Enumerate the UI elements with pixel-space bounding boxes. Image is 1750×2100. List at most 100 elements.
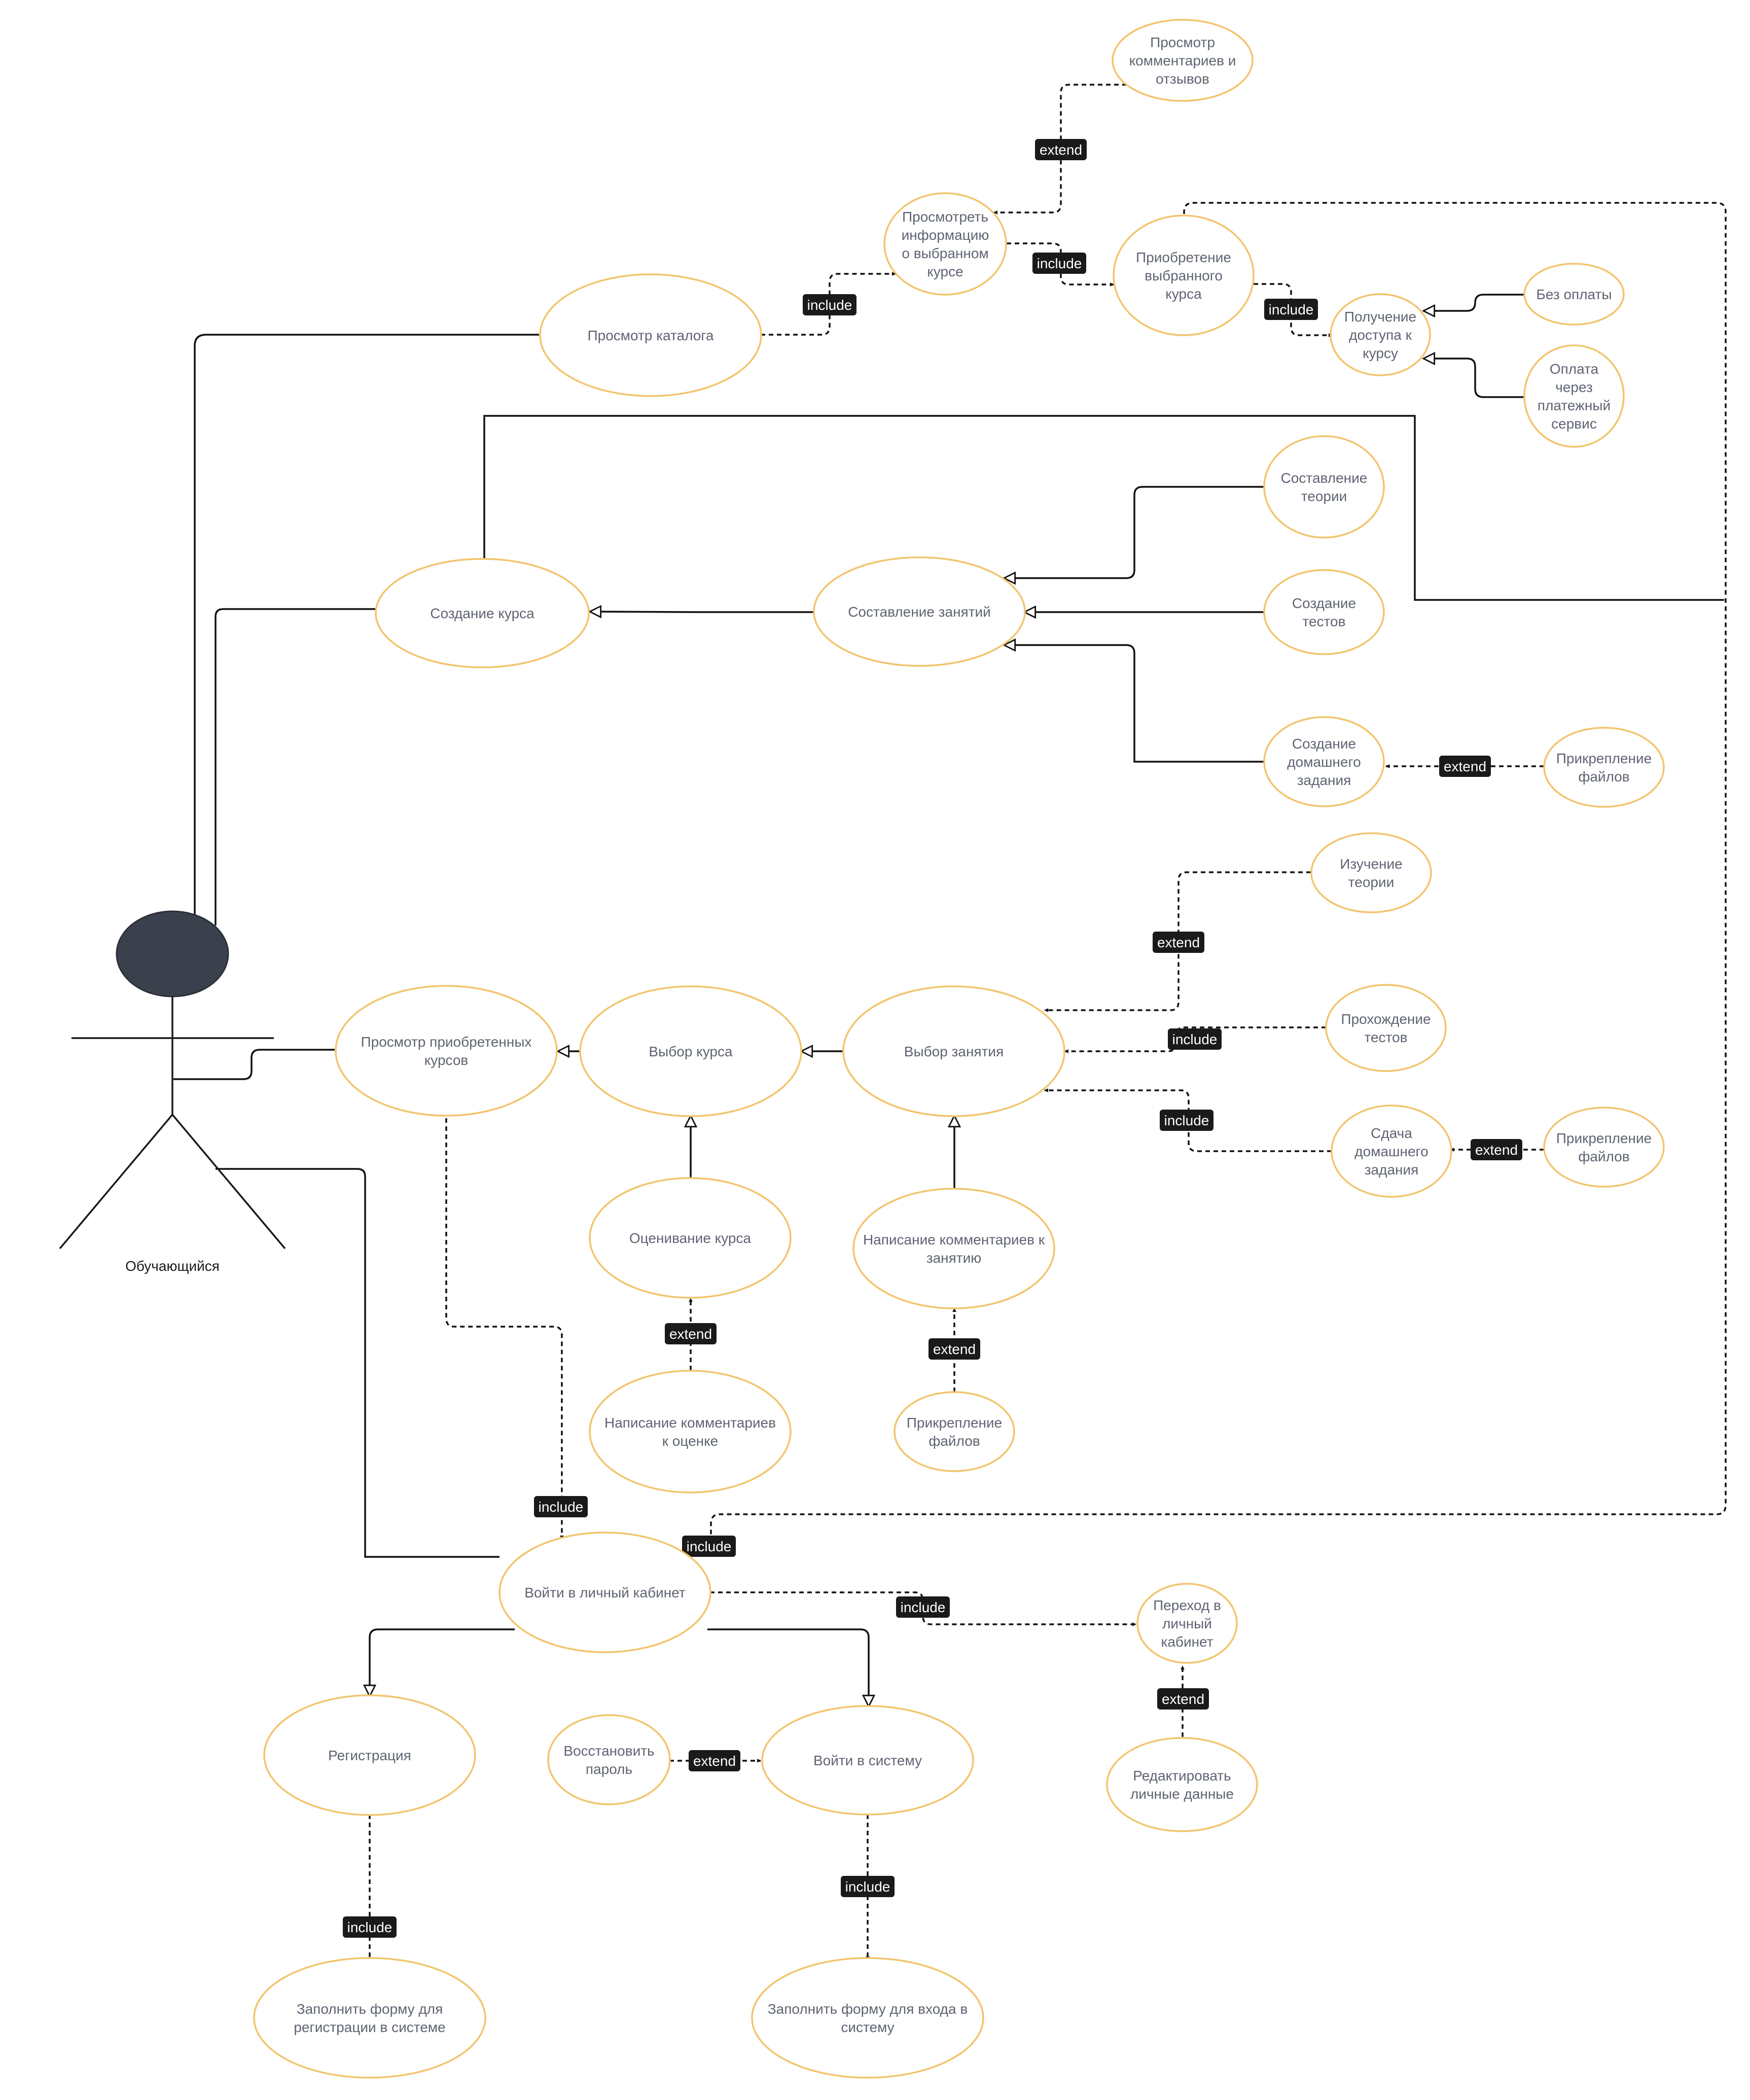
- uc-pay-service[interactable]: Оплата через платежный сервис: [1523, 344, 1625, 448]
- actor-leg-right: [171, 1114, 286, 1250]
- badge-include: include: [1032, 253, 1086, 274]
- use-case-label: Оплата: [1550, 361, 1599, 377]
- use-case-label: Прикрепление: [907, 1415, 1002, 1431]
- uc-choose-lesson[interactable]: Выбор занятия: [842, 985, 1065, 1117]
- uc-no-payment[interactable]: Без оплаты: [1523, 263, 1625, 326]
- uc-study-theory[interactable]: Изучение теории: [1310, 832, 1432, 913]
- include-homework-to-lesson: [1044, 1088, 1332, 1152]
- uc-create-course[interactable]: Создание курса: [375, 558, 590, 668]
- svg-text:include: include: [539, 1499, 584, 1515]
- extend-comments-to-info: [993, 84, 1127, 215]
- uc-create-homework[interactable]: Создание домашнего задания: [1263, 716, 1385, 807]
- use-case-label: Редактировать: [1133, 1768, 1231, 1784]
- svg-text:include: include: [347, 1919, 392, 1935]
- svg-text:include: include: [1269, 302, 1314, 317]
- badge-extend: extend: [665, 1323, 717, 1344]
- uc-login-cabinet[interactable]: Войти в личный кабинет: [498, 1532, 711, 1653]
- uc-compose-lessons[interactable]: Составление занятий: [813, 556, 1026, 667]
- badge-extend: extend: [689, 1750, 740, 1771]
- svg-text:extend: extend: [693, 1753, 736, 1769]
- svg-text:include: include: [807, 297, 852, 313]
- svg-text:include: include: [845, 1879, 890, 1895]
- use-case-label: регистрации в системе: [294, 2019, 445, 2035]
- use-case-label: Составление занятий: [848, 604, 991, 620]
- use-case-shape: [539, 273, 762, 397]
- use-case-label: Написание комментариев: [604, 1415, 776, 1431]
- use-case-shape: [547, 1714, 671, 1805]
- use-case-label: платежный: [1538, 398, 1611, 413]
- use-case-shape: [335, 985, 558, 1117]
- use-case-label: сервис: [1551, 416, 1597, 432]
- uc-registration[interactable]: Регистрация: [263, 1694, 476, 1816]
- use-case-shape: [1113, 215, 1255, 336]
- use-case-label: задания: [1297, 772, 1351, 788]
- use-case-shape: [1310, 832, 1432, 913]
- use-case-shape: [589, 1177, 792, 1299]
- use-case-label: домашнего: [1287, 754, 1361, 770]
- svg-text:extend: extend: [1157, 935, 1200, 950]
- use-case-label: Прикрепление: [1556, 1130, 1652, 1146]
- uc-login-system[interactable]: Войти в систему: [761, 1705, 974, 1816]
- use-case-label: Создание: [1292, 736, 1356, 752]
- uc-attach-files-3[interactable]: Прикрепление файлов: [894, 1391, 1015, 1472]
- use-case-label: кабинет: [1161, 1634, 1213, 1650]
- use-case-label: отзывов: [1156, 71, 1209, 87]
- use-case-label: теории: [1348, 874, 1395, 890]
- badge-extend: extend: [928, 1338, 980, 1360]
- stereotype-badges: extend include include include extend ex…: [343, 139, 1522, 1938]
- include-login-to-cabinet: [710, 1591, 1136, 1626]
- svg-text:extend: extend: [1162, 1691, 1204, 1707]
- uc-choose-course[interactable]: Выбор курса: [579, 985, 802, 1117]
- use-case-shape: [1136, 1583, 1238, 1664]
- uc-create-tests[interactable]: Создание тестов: [1263, 569, 1385, 655]
- use-case-shape: [894, 1391, 1015, 1472]
- badge-include: include: [1168, 1028, 1222, 1050]
- uc-view-catalog[interactable]: Просмотр каталога: [539, 273, 762, 397]
- use-case-label: Создание: [1292, 595, 1356, 611]
- gen-homework-to-lessons: [1004, 645, 1265, 763]
- use-case-shape: [1263, 569, 1385, 655]
- use-case-label: о выбранном: [902, 245, 988, 261]
- badge-extend: extend: [1157, 1688, 1209, 1710]
- badge-include: include: [534, 1496, 588, 1517]
- badge-extend: extend: [1471, 1139, 1522, 1160]
- uc-rate-course[interactable]: Оценивание курса: [589, 1177, 792, 1299]
- frame-dashed-include-login: [709, 202, 1727, 1543]
- use-case-label: занятию: [926, 1250, 982, 1266]
- use-case-label: курса: [1165, 286, 1202, 302]
- use-case-label: тестов: [1302, 614, 1345, 629]
- svg-text:include: include: [1172, 1031, 1218, 1047]
- use-case-label: Просмотреть: [902, 209, 988, 225]
- use-case-label: личный: [1162, 1616, 1212, 1631]
- use-case-label: Без оплаты: [1537, 287, 1612, 302]
- frame-line-create-course: [483, 415, 1724, 601]
- badge-include: include: [1264, 299, 1318, 320]
- connectors: [173, 84, 1727, 1962]
- use-case-label: доступа к: [1349, 327, 1412, 343]
- use-case-label: Сдача: [1371, 1125, 1412, 1141]
- use-case-label: курсов: [424, 1052, 469, 1068]
- use-case-label: через: [1555, 379, 1593, 395]
- use-case-label: Изучение: [1340, 856, 1402, 872]
- use-case-label: Прохождение: [1341, 1011, 1431, 1027]
- use-case-label: Войти в систему: [813, 1753, 922, 1768]
- svg-text:include: include: [901, 1599, 946, 1615]
- use-case-label: файлов: [928, 1433, 980, 1449]
